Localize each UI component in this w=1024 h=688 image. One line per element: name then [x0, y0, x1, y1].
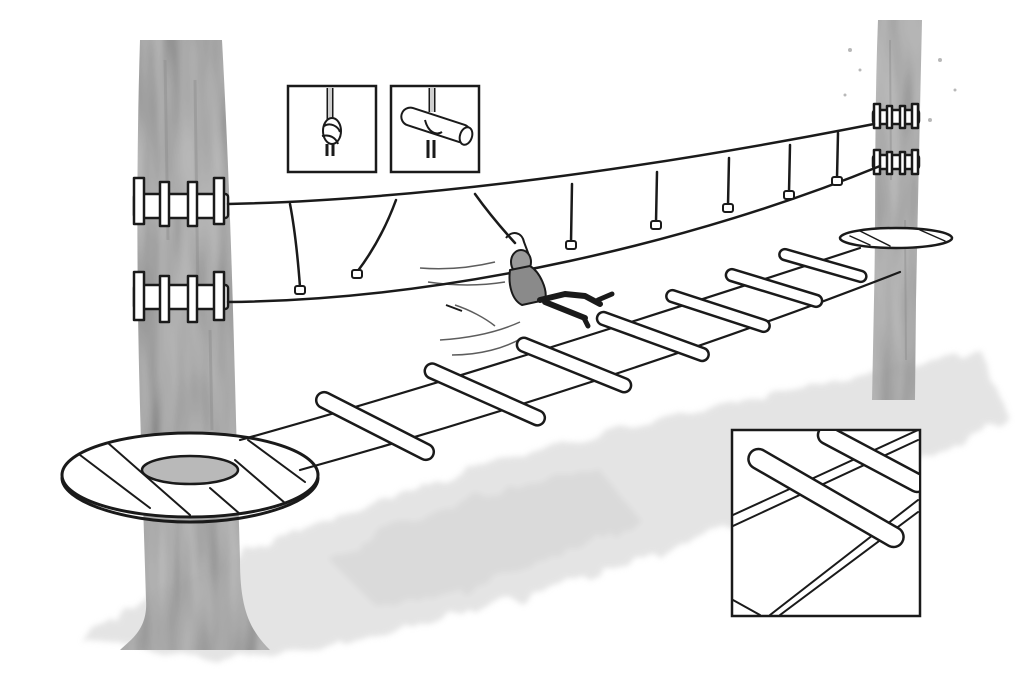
ladder-rung: [515, 336, 633, 394]
inset-rope-knot: [286, 84, 378, 174]
ladder-rung: [423, 362, 547, 427]
rope-knot: [783, 190, 795, 200]
ladder-rungs: [314, 247, 868, 462]
right-wooden-platform: [838, 226, 954, 250]
rope-knot: [565, 240, 577, 250]
hanging-rope: [787, 143, 792, 194]
overhead-cables: [226, 122, 882, 304]
right-tree-trunk: [843, 20, 957, 400]
hanging-rope: [569, 182, 574, 244]
hanging-rope: [726, 156, 731, 207]
rope-knot-icon: [321, 88, 342, 156]
hanging-rope: [355, 198, 398, 274]
tree-strap-clamps: [132, 102, 921, 324]
hanging-rope: [288, 202, 302, 289]
left-wooden-platform: [60, 431, 320, 524]
rope-knots: [294, 176, 843, 295]
rope-knot: [351, 269, 363, 279]
rope-knot: [722, 203, 734, 213]
rope-log-knot-icon: [400, 88, 474, 158]
rope-knot: [831, 176, 843, 186]
ladder-rung: [778, 247, 868, 284]
ladder-rung: [595, 310, 710, 363]
rope-knot: [650, 220, 662, 230]
ground-shadow: [80, 350, 1010, 660]
ladder-rung: [665, 288, 771, 334]
inset-ladder-detail: [730, 428, 922, 618]
hanging-rope: [835, 131, 840, 180]
inset-rope-log-knot: [389, 84, 481, 174]
ladder-detail-icon: [733, 431, 919, 615]
ladder-rung: [314, 390, 436, 462]
rope-knot: [294, 285, 306, 295]
climber-figure: [419, 232, 615, 356]
hanging-ropes: [288, 131, 840, 289]
ladder-rung: [724, 267, 824, 309]
hanging-rope: [654, 170, 659, 224]
hanging-rope: [473, 192, 517, 245]
